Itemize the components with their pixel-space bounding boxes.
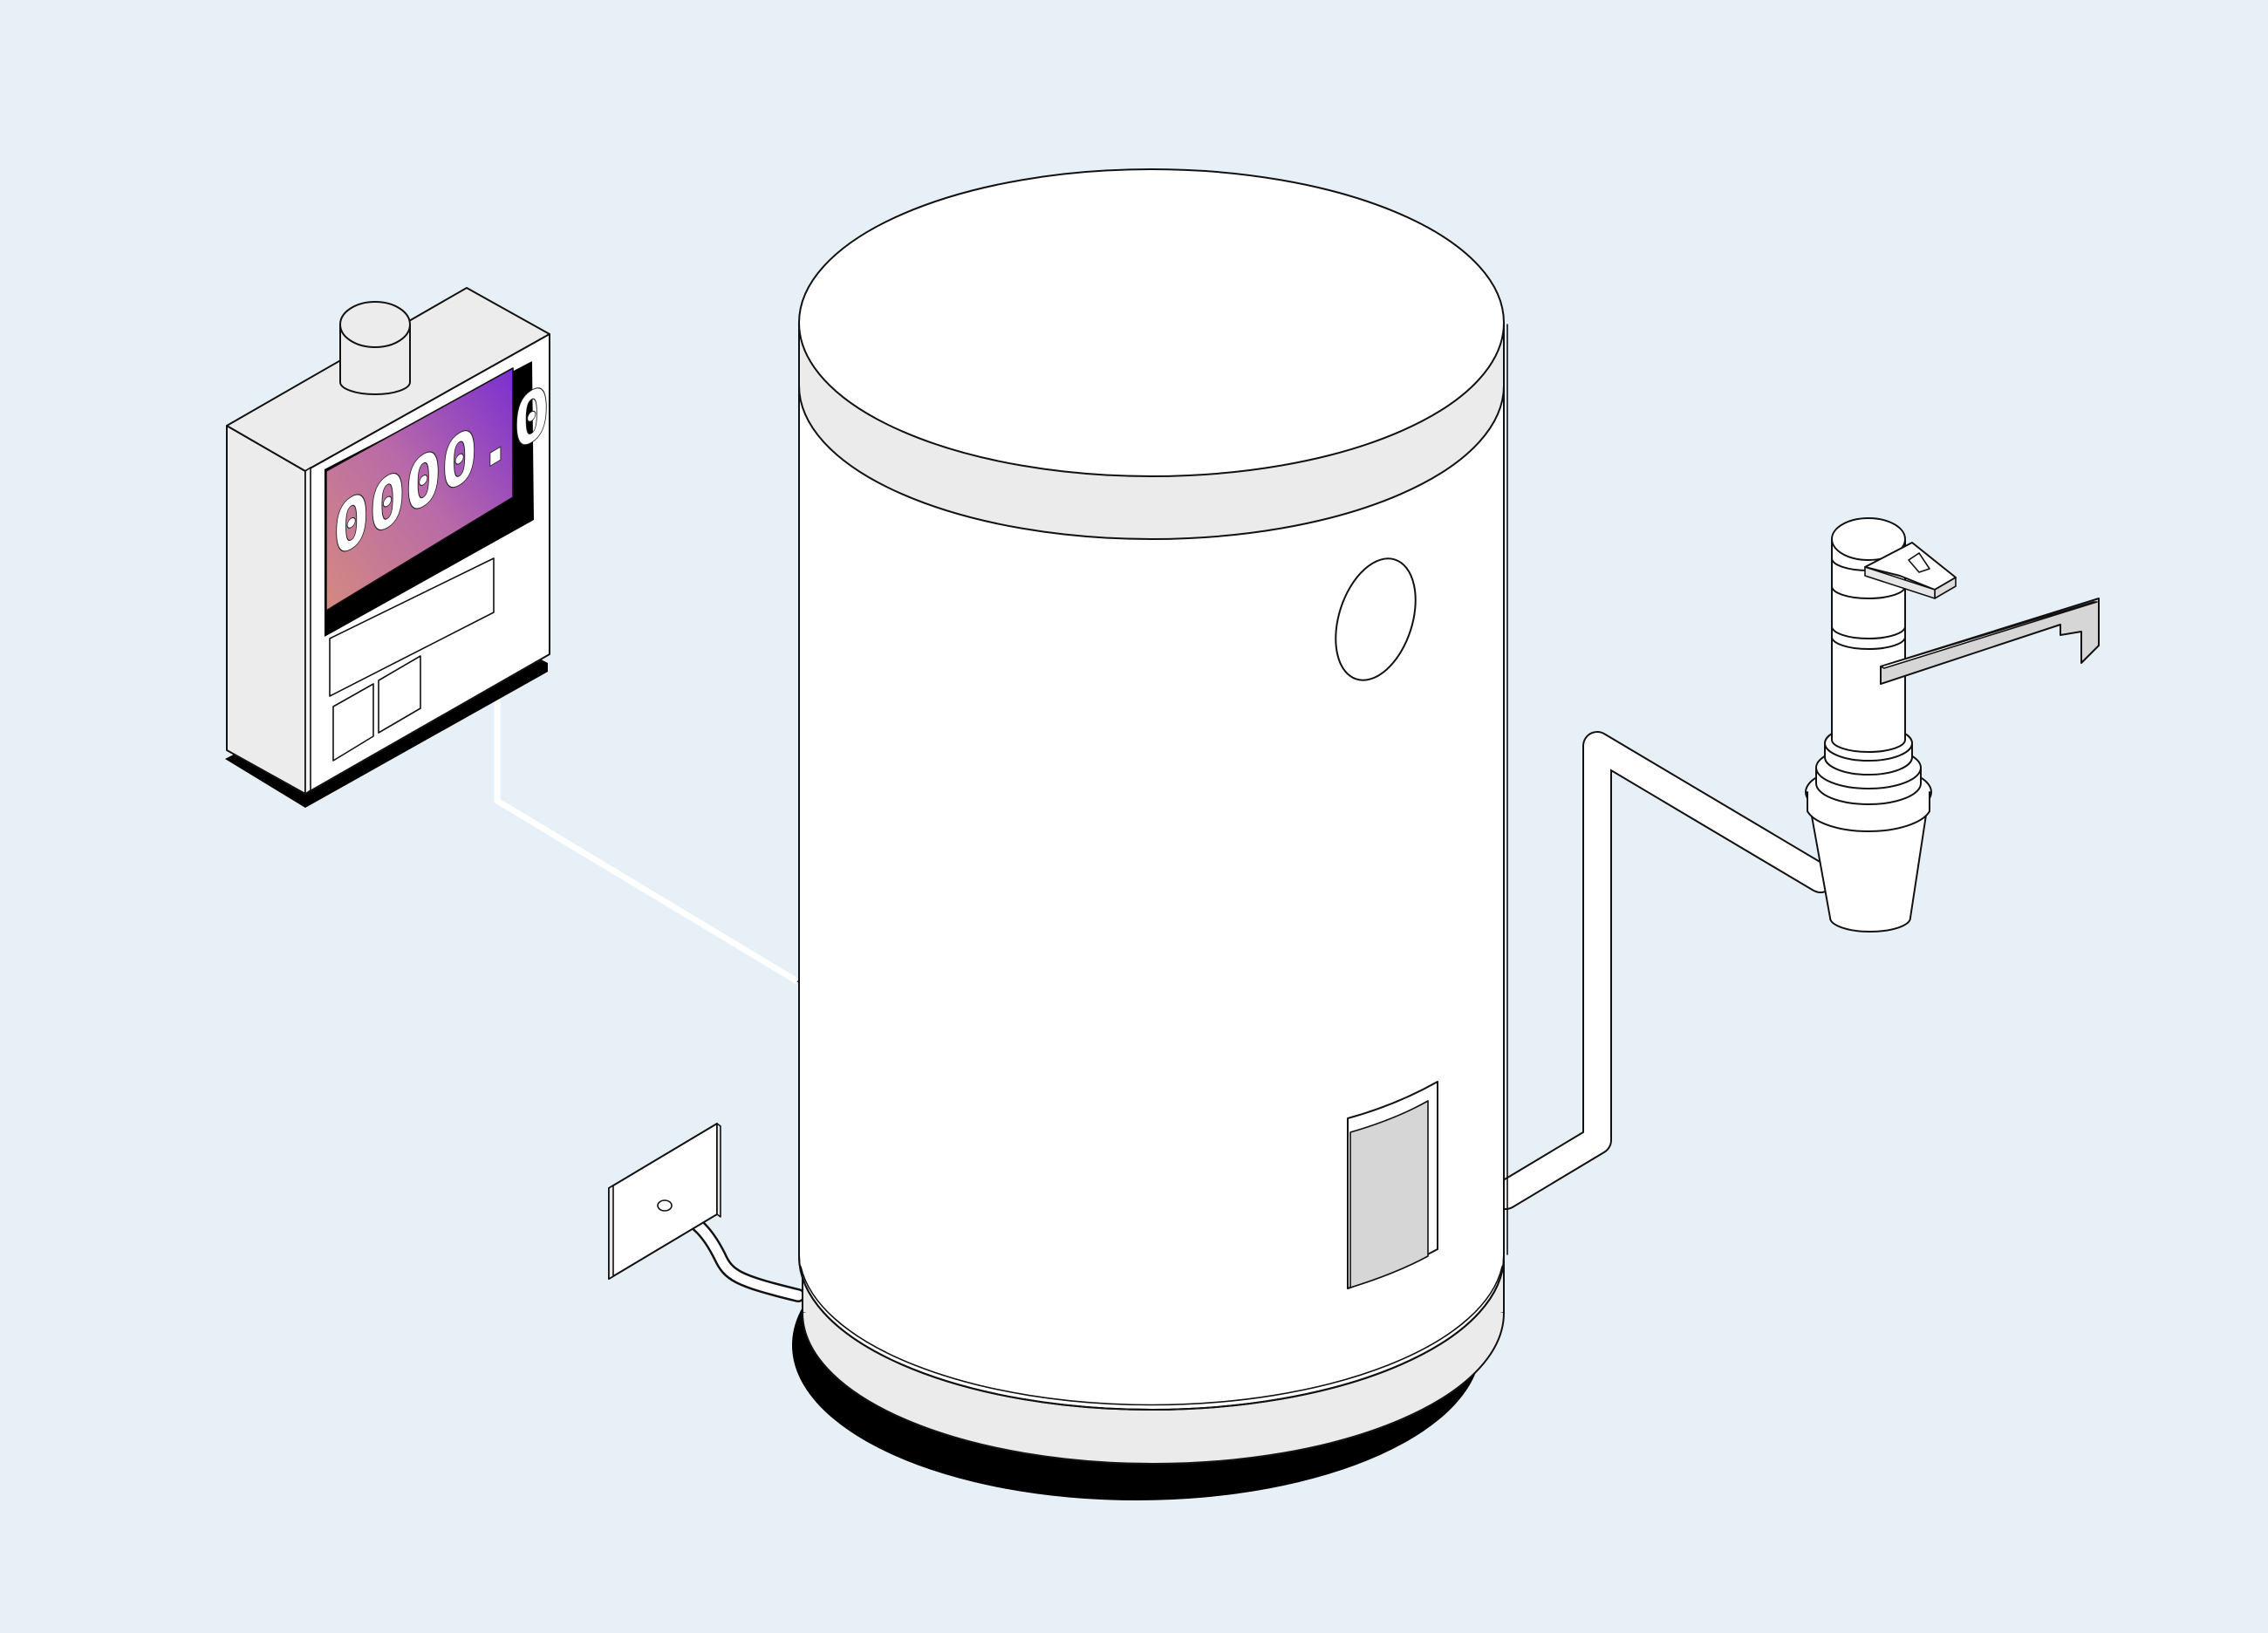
water-pipe	[1491, 731, 1835, 1210]
tank-lid	[798, 168, 1505, 477]
tank-access-panel	[1347, 1081, 1438, 1289]
smart-meter-icon: 0000.0	[225, 287, 550, 808]
signal-cable	[494, 680, 799, 984]
meter-top-knob	[339, 301, 411, 395]
water-heater-tank-icon	[792, 168, 1508, 1500]
meter-button-left[interactable]	[332, 683, 374, 762]
meter-screen	[325, 367, 514, 612]
tank-gauge-port	[1335, 557, 1417, 681]
faucet-lever[interactable]	[1864, 542, 1957, 599]
wall-outlet-icon	[608, 1123, 721, 1280]
faucet-spout	[1880, 598, 2100, 685]
faucet-icon	[1805, 517, 2100, 933]
meter-label-strip	[329, 557, 495, 697]
meter-button-right[interactable]	[378, 655, 421, 734]
